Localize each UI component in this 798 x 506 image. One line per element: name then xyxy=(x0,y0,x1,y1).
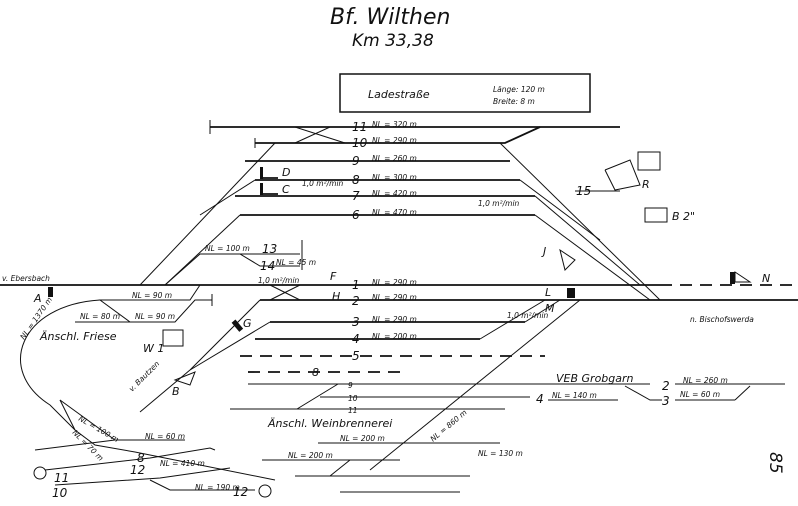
signal-c: C xyxy=(282,183,290,196)
track-length: NL = 290 m xyxy=(372,315,417,324)
track-length: NL = 45 m xyxy=(276,258,316,267)
track-number: 3 xyxy=(352,315,360,329)
track-length: NL = 200 m xyxy=(340,434,385,443)
page-number: 85 xyxy=(765,452,785,474)
km-label: Km 33,38 xyxy=(352,31,434,51)
gradient-label: 1,0 m²/min xyxy=(478,199,520,208)
track-number: 12 xyxy=(130,463,145,477)
track-number: 6 xyxy=(352,208,360,222)
track-length: NL = 200 m xyxy=(372,332,417,341)
track-length: NL = 410 m xyxy=(160,459,205,468)
gradient-label: 1,0 m²/min xyxy=(302,179,344,188)
track-number: 2 xyxy=(352,294,360,308)
track-length: NL = 470 m xyxy=(372,208,417,217)
track-length: NL = 60 m xyxy=(680,390,720,399)
track-number: 10 xyxy=(348,394,358,403)
track-length: NL = 320 m xyxy=(372,120,417,129)
track-length: NL = 260 m xyxy=(372,154,417,163)
track-length: NL = 290 m xyxy=(372,293,417,302)
track-10 xyxy=(255,126,541,144)
track-number: 4 xyxy=(536,392,544,406)
track-length: NL = 300 m xyxy=(372,173,417,182)
siding-friese-label: Änschl. Friese xyxy=(39,330,117,343)
track-length: NL = 90 m xyxy=(132,291,172,300)
track-number: 7 xyxy=(352,189,360,203)
track-number: 11 xyxy=(352,120,367,134)
track-length: NL = 420 m xyxy=(372,189,417,198)
track-length: NL = 190 m xyxy=(195,483,240,492)
ladestrasse-breite: Breite: 8 m xyxy=(493,97,535,106)
label-r: R xyxy=(642,178,650,191)
direction-bischofswerda: n. Bischofswerda xyxy=(690,315,754,324)
label-b2: B 2" xyxy=(672,210,695,223)
signal-n: N xyxy=(762,272,770,285)
track-length: NL = 290 m xyxy=(372,278,417,287)
signal-g: G xyxy=(243,317,252,330)
track-number: 3 xyxy=(662,394,670,408)
track-number: 8 xyxy=(352,173,360,187)
track-length: NL = 260 m xyxy=(683,376,728,385)
gradient-label: 1,0 m²/min xyxy=(507,311,549,320)
track-length: NL = 90 m xyxy=(135,312,175,321)
siding-grobgarn-label: VEB Grobgarn xyxy=(556,372,634,385)
track-number: 4 xyxy=(352,332,360,346)
track-number: 8 xyxy=(312,366,319,379)
track-number: 1 xyxy=(352,278,360,292)
track-length: NL = 60 m xyxy=(145,432,185,441)
signal-j: J xyxy=(541,245,546,258)
signal-f: F xyxy=(330,270,337,283)
signal-l: L xyxy=(545,286,551,299)
ladestrasse-name: Ladestraße xyxy=(368,88,430,101)
station-title: Bf. Wilthen xyxy=(330,5,450,30)
track-number: 14 xyxy=(260,259,275,273)
track-number: 15 xyxy=(576,184,591,198)
signal-b: B xyxy=(172,385,180,398)
direction-ebersbach: v. Ebersbach xyxy=(2,274,50,283)
gradient-label: 1,0 m²/min xyxy=(258,276,300,285)
signal-h: H xyxy=(332,290,340,303)
siding-friese: NL = 90 m NL = 90 m NL = 80 m NL = 1370 … xyxy=(18,284,213,431)
label-w1: W 1 xyxy=(143,342,164,355)
track-length: NL = 860 m xyxy=(429,408,469,444)
track-number: 5 xyxy=(352,349,360,363)
track-length: NL = 100 m xyxy=(205,244,250,253)
ladestrasse-box xyxy=(339,73,591,113)
lower-left-yard: NL = 100 m NL = 70 m NL = 60 m NL = 410 … xyxy=(33,399,276,500)
track-length: NL = 80 m xyxy=(80,312,120,321)
track-length: NL = 200 m xyxy=(288,451,333,460)
track-length: NL = 130 m xyxy=(478,449,523,458)
track-number: 2 xyxy=(662,379,670,393)
track-number: 10 xyxy=(52,486,68,500)
track-number: 9 xyxy=(352,154,360,168)
track-length: NL = 140 m xyxy=(552,391,597,400)
track-length: NL = 290 m xyxy=(372,136,417,145)
signal-m: M xyxy=(545,302,555,315)
track-number: 13 xyxy=(262,242,277,256)
direction-bautzen: v. Bautzen xyxy=(127,359,161,393)
ladestrasse-laenge: Länge: 120 m xyxy=(493,85,545,94)
upper-yard: 11 NL = 320 m 10 NL = 290 m 9 NL = 260 m… xyxy=(139,120,661,301)
signal-a: A xyxy=(33,292,42,305)
track-number: 11 xyxy=(348,406,358,415)
track-number: 8 xyxy=(137,451,145,465)
track-number: 10 xyxy=(352,136,368,150)
track-number: 9 xyxy=(348,381,353,390)
building-r: R B 2" J xyxy=(541,151,695,271)
track-number: 11 xyxy=(54,471,69,485)
track-number: 12 xyxy=(233,485,248,499)
lower-right-yard: 8 9 10 11 Änschl. Weinbrennerei VEB Grob… xyxy=(230,366,785,493)
siding-weinbrennerei-label: Änschl. Weinbrennerei xyxy=(267,417,392,430)
signal-d: D xyxy=(282,166,290,179)
